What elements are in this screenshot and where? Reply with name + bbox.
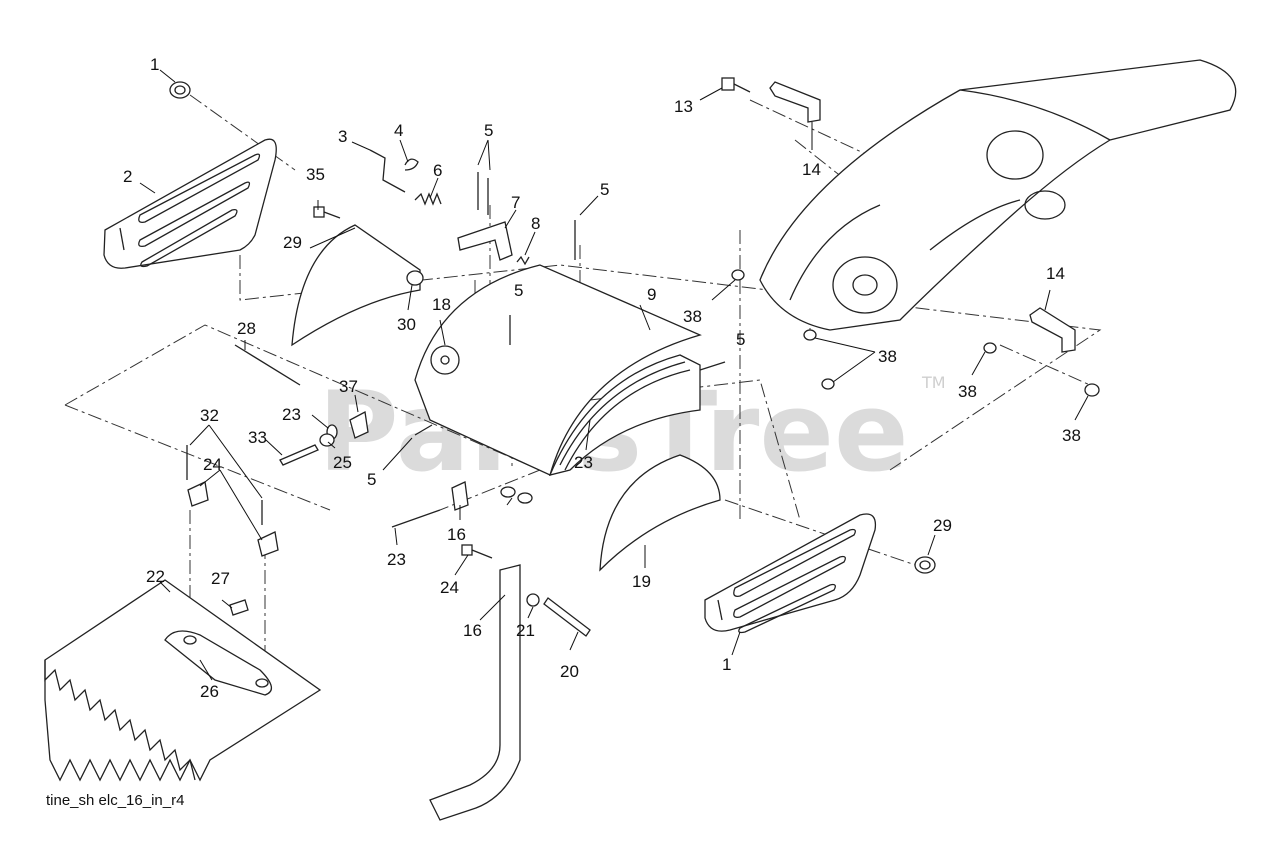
callout-29: 29 [283,233,302,252]
callout-38: 38 [683,307,702,326]
callout-32: 25 [333,453,352,472]
callout-16: 26 [200,682,219,701]
bracket-14-top [769,81,821,123]
callout-13: 13 [674,97,693,116]
callouts: 1 2 3 4 5 5 5 5 5 6 7 8 9 13 14 14 35 29… [123,55,1081,701]
clip-4 [404,158,419,171]
trademark: TM [921,373,946,392]
pin-25 [279,444,319,466]
diagram-caption: tine_sh elc_16_in_r4 [46,792,184,809]
nut-30 [406,270,424,286]
callout-5: 5 [367,470,376,489]
spring-6 [414,192,442,206]
callout-23: 24 [203,455,222,474]
callout-2: 2 [123,167,132,186]
callout-6: 6 [433,161,442,180]
washer-32 [319,433,335,447]
callout-35: 35 [306,165,325,184]
callout-38: 38 [878,347,897,366]
nut-38-group [500,269,997,504]
callout-23: 16 [447,525,466,544]
pin-3 [369,149,406,193]
callout-30: 30 [397,315,416,334]
callout-16: 23 [574,453,593,472]
callout-24: 32 [200,406,219,425]
bracket-7 [457,221,513,261]
callout-14: 14 [1046,264,1065,283]
tine-disc-left [291,224,421,347]
callout-37: 38 [1062,426,1081,445]
nut-1-bottom [914,556,936,574]
tine-disc-right [599,454,721,572]
callout-33: 23 [282,405,301,424]
callout-18: 18 [432,295,451,314]
nut-37 [1084,383,1100,397]
callout-14: 14 [802,160,821,179]
callout-27: 22 [146,567,165,586]
tine-shield [414,264,702,476]
left-shield-plate [103,138,277,269]
callout-5: 5 [600,180,609,199]
bracket-23-left [187,481,279,557]
right-shield-plate [704,513,877,634]
tine-guard-27 [44,579,322,782]
bolt-24-group [186,445,441,528]
callout-1: 29 [933,516,952,535]
callout-8: 8 [531,214,540,233]
leader-lines [139,69,1089,681]
callout-15: 1 [722,655,731,674]
callout-4: 4 [394,121,403,140]
callout-21: 16 [463,621,482,640]
shield-flap [548,354,701,476]
callout-28: 28 [237,319,256,338]
plate-16 [164,630,272,696]
callout-29: 19 [632,572,651,591]
bolt-13 [721,77,751,93]
bracket-23-upper [349,410,369,439]
callout-22: 24 [440,578,459,597]
bracket-23-lower [451,481,469,511]
callout-25: 33 [248,428,267,447]
bolt-35 [313,206,341,219]
callout-38: 38 [958,382,977,401]
depth-bar-21 [429,564,521,821]
tab-26 [229,599,249,616]
rod-28 [234,344,301,386]
transmission-housing [759,59,1237,331]
spring-8 [516,255,530,266]
callout-5: 5 [514,281,523,300]
callout-3: 3 [338,127,347,146]
callout-19: 20 [560,662,579,681]
bracket-14-right [1029,307,1076,353]
nut-20 [526,593,540,607]
bolt-22 [461,544,493,559]
callout-24: 23 [387,550,406,569]
pin-19 [543,597,591,637]
callout-23: 37 [339,377,358,396]
callout-7: 7 [511,193,520,212]
callout-1: 1 [150,55,159,74]
callout-26: 27 [211,569,230,588]
bolt-5-group [414,172,726,436]
callout-20: 21 [516,621,535,640]
callout-9: 9 [647,285,656,304]
nut-1-top [169,81,191,99]
callout-5: 5 [736,330,745,349]
callout-5: 5 [484,121,493,140]
